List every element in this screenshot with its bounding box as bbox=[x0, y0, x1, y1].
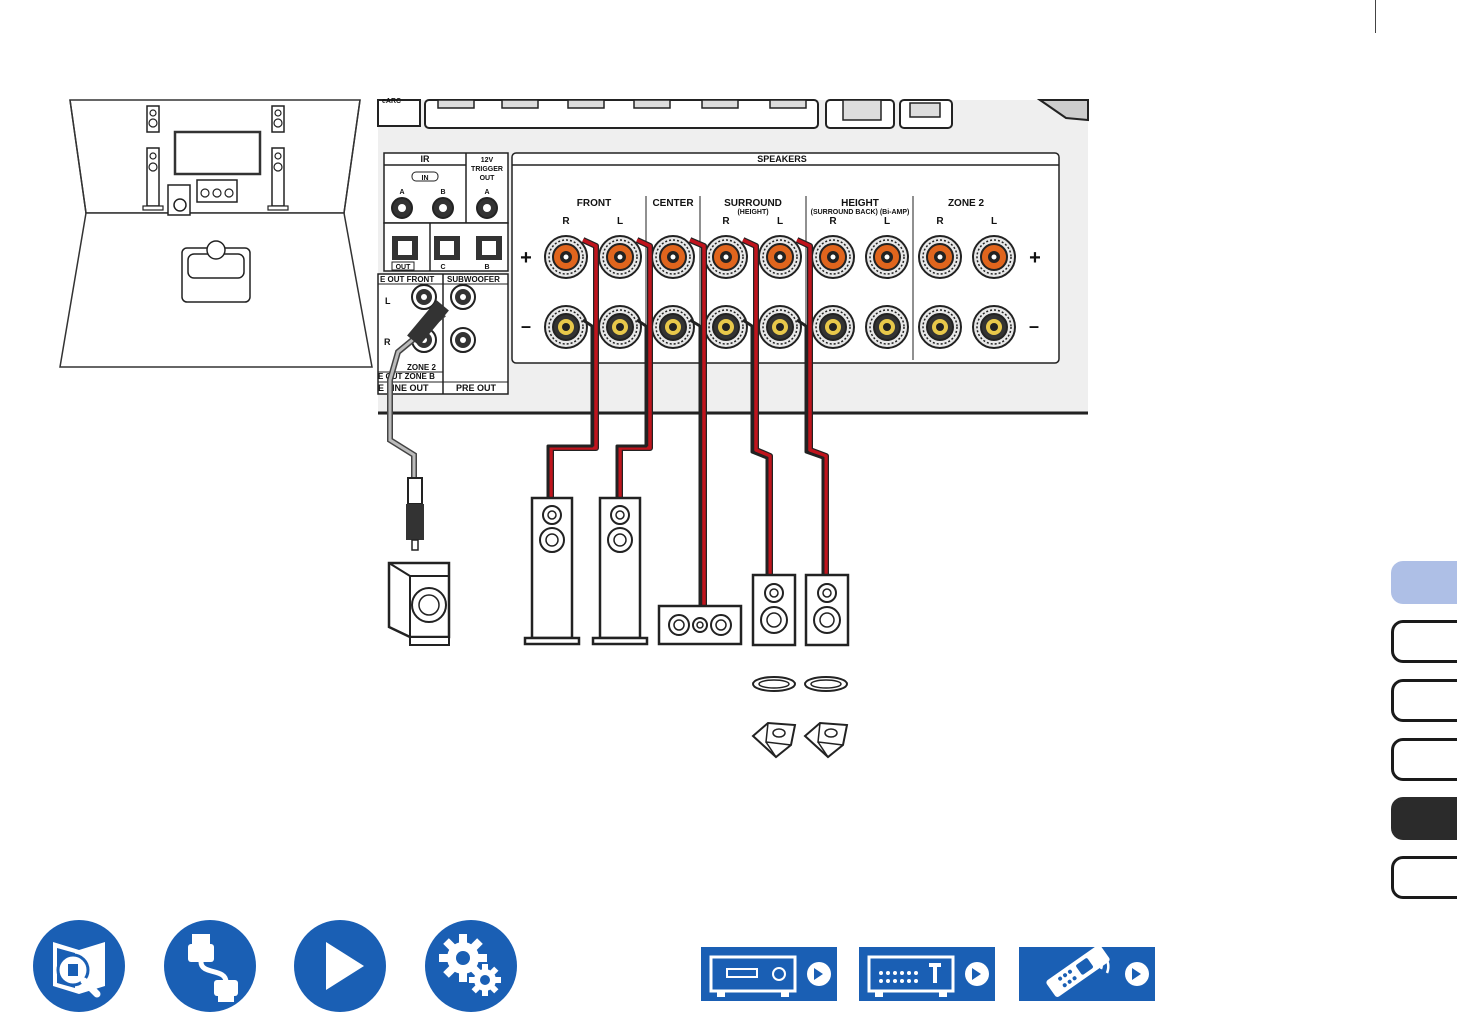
front-r-label: R bbox=[562, 216, 570, 227]
speaker-terminal-minus-1 bbox=[545, 306, 587, 348]
height-sub-label: (SURROUND BACK) (Bi-AMP) bbox=[811, 209, 910, 216]
subwoofer-label: SUBWOOFER bbox=[447, 275, 500, 284]
surround-right-speaker bbox=[753, 575, 795, 645]
plus-left-label: + bbox=[520, 247, 532, 269]
minus-left-label: – bbox=[521, 316, 531, 336]
line-out-label: E LINE OUT bbox=[378, 383, 429, 393]
settings-icon[interactable] bbox=[425, 920, 517, 1012]
front-right-speaker bbox=[525, 498, 579, 644]
trigger-label-1: 12V bbox=[481, 157, 494, 164]
speaker-terminal-plus-9 bbox=[973, 236, 1015, 278]
front-label: FRONT bbox=[577, 198, 611, 209]
trigger-a-label: A bbox=[484, 189, 489, 196]
center-label: CENTER bbox=[652, 198, 694, 209]
ceiling-speaker-icons bbox=[753, 677, 847, 691]
center-speaker bbox=[659, 606, 741, 644]
surround-r-label: R bbox=[722, 216, 730, 227]
zone2-label: ZONE 2 bbox=[407, 363, 436, 372]
rs-c-label: C bbox=[440, 264, 445, 271]
speaker-terminal-minus-8 bbox=[919, 306, 961, 348]
zone2-speaker-label: ZONE 2 bbox=[948, 198, 985, 209]
manual-icon[interactable] bbox=[33, 920, 125, 1012]
side-tab-6[interactable] bbox=[1391, 856, 1457, 899]
speaker-terminal-plus-4 bbox=[705, 236, 747, 278]
surround-sub-label: (HEIGHT) bbox=[737, 209, 768, 216]
ir-in-label: IN bbox=[422, 175, 429, 182]
speaker-terminal-plus-5 bbox=[759, 236, 801, 278]
side-tab-4[interactable] bbox=[1391, 738, 1457, 781]
trigger-label-2: TRIGGER bbox=[471, 166, 503, 173]
speaker-terminal-minus-7 bbox=[866, 306, 908, 348]
height-l-label: L bbox=[884, 216, 890, 227]
speaker-terminal-plus-3 bbox=[652, 236, 694, 278]
line-out-l-label: L bbox=[385, 296, 391, 306]
height-label: HEIGHT bbox=[841, 198, 879, 209]
page-edge-marker bbox=[1375, 0, 1457, 33]
playback-icon[interactable] bbox=[294, 920, 386, 1012]
speaker-terminal-plus-2 bbox=[599, 236, 641, 278]
dolby-enabled-speaker-icons bbox=[753, 723, 847, 757]
ir-label: IR bbox=[421, 154, 431, 164]
room-layout-illustration bbox=[60, 100, 372, 367]
rs-b-label: B bbox=[484, 264, 489, 271]
side-tab-5[interactable] bbox=[1391, 797, 1457, 840]
zone2-r-label: R bbox=[936, 216, 944, 227]
minus-right-label: – bbox=[1029, 316, 1039, 336]
surround-label: SURROUND bbox=[724, 198, 782, 209]
plus-right-label: + bbox=[1029, 247, 1041, 269]
earc-label: eARC bbox=[382, 98, 401, 105]
ir-b-label: B bbox=[440, 189, 445, 196]
speaker-terminal-minus-3 bbox=[652, 306, 694, 348]
zone2-l-label: L bbox=[991, 216, 997, 227]
speakers-label: SPEAKERS bbox=[757, 154, 807, 164]
side-tab-1[interactable] bbox=[1391, 561, 1457, 604]
speaker-terminal-minus-5 bbox=[759, 306, 801, 348]
receiver-rear-panel: eARC IR IN A B 12V TRIGGER OUT A bbox=[378, 98, 1088, 415]
speaker-terminal-minus-9 bbox=[973, 306, 1015, 348]
remote-controller-icon[interactable] bbox=[1019, 947, 1155, 1001]
connection-icon[interactable] bbox=[164, 920, 256, 1012]
speaker-terminal-minus-6 bbox=[812, 306, 854, 348]
speaker-terminal-plus-8 bbox=[919, 236, 961, 278]
height-r-label: R bbox=[829, 216, 837, 227]
surround-left-speaker bbox=[806, 575, 848, 645]
pre-out-label: PRE OUT bbox=[456, 383, 497, 393]
subwoofer-illustration bbox=[389, 563, 449, 645]
rear-panel-icon[interactable] bbox=[859, 947, 995, 1001]
surround-l-label: L bbox=[777, 216, 783, 227]
side-tab-3[interactable] bbox=[1391, 679, 1457, 722]
line-out-front-label: E OUT FRONT bbox=[380, 275, 434, 284]
ir-a-label: A bbox=[399, 189, 404, 196]
trigger-label-3: OUT bbox=[480, 175, 496, 182]
speaker-terminal-plus-7 bbox=[866, 236, 908, 278]
zone-b-label: E OUT ZONE B bbox=[378, 372, 435, 381]
rs-out-label: OUT bbox=[396, 264, 412, 271]
speaker-terminal-plus-1 bbox=[545, 236, 587, 278]
front-left-speaker bbox=[593, 498, 647, 644]
speaker-terminal-minus-2 bbox=[599, 306, 641, 348]
front-l-label: L bbox=[617, 216, 623, 227]
speaker-terminal-plus-6 bbox=[812, 236, 854, 278]
speaker-terminal-minus-4 bbox=[705, 306, 747, 348]
side-tab-2[interactable] bbox=[1391, 620, 1457, 663]
line-out-r-label: R bbox=[384, 337, 391, 347]
front-panel-icon[interactable] bbox=[701, 947, 837, 1001]
